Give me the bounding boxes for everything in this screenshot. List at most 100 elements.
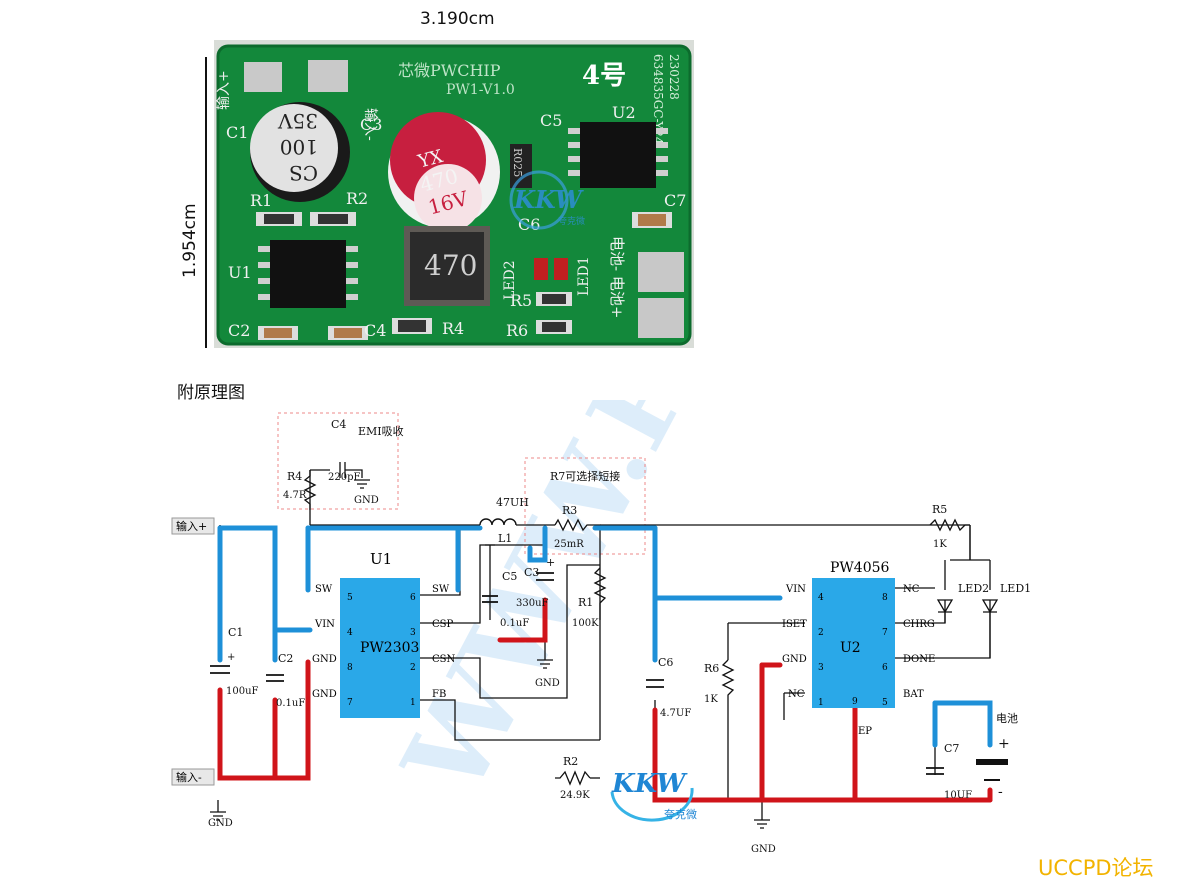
svg-text:NC: NC [903,584,920,595]
vin-wires [217,525,993,748]
svg-text:R2: R2 [346,189,368,208]
svg-text:SW: SW [315,584,333,595]
pcb-input-pos: 输入+ [216,70,232,110]
svg-text:+: + [998,736,1010,752]
svg-text:R6: R6 [704,662,719,675]
svg-text:U2: U2 [612,103,636,122]
svg-text:C3: C3 [360,115,382,134]
svg-text:输入+: 输入+ [176,519,207,533]
u1-chip [340,578,420,718]
svg-text:C4: C4 [364,321,386,340]
kkw-logo: KKW 夸克微 [610,769,697,822]
svg-text:EP: EP [858,726,872,737]
pcb-watermark: KKW [513,185,584,214]
svg-text:SW: SW [432,584,450,595]
svg-text:3: 3 [410,628,416,638]
pcb-brand: 芯微PWCHIP [398,61,501,80]
forum-watermark: UCCPD论坛 [1038,856,1154,880]
svg-text:C1: C1 [226,123,248,142]
svg-text:LED2: LED2 [502,260,518,300]
svg-text:-: - [998,784,1003,800]
svg-text:47UH: 47UH [496,496,529,509]
svg-text:R4: R4 [287,470,302,483]
gnd-wires [217,597,993,803]
svg-text:C5: C5 [540,111,562,130]
svg-text:2: 2 [410,663,416,673]
svg-text:7: 7 [882,628,888,638]
svg-text:U1: U1 [228,263,252,282]
svg-text:R2: R2 [563,755,578,768]
svg-text:6: 6 [410,593,416,603]
svg-text:C2: C2 [278,652,293,665]
svg-text:夸克微: 夸克微 [664,807,697,821]
inductor-l1 [479,518,517,526]
svg-text:GND: GND [782,654,807,665]
u2-chip [812,578,895,708]
svg-text:GND: GND [312,689,337,700]
svg-text:4: 4 [818,593,824,603]
svg-text:1K: 1K [933,539,947,550]
capacitors [210,572,944,775]
svg-text:VIN: VIN [785,584,806,595]
svg-text:GND: GND [312,654,337,665]
svg-text:NC: NC [788,689,805,700]
svg-text:C5: C5 [502,570,517,583]
pcb-cap-c1-text: CS 100 35V [278,109,318,185]
svg-text:R5: R5 [510,291,532,310]
input-connectors: 输入+ 输入- [171,517,215,786]
svg-text:KKW: KKW [611,769,688,799]
svg-text:4: 4 [347,628,353,638]
svg-text:8: 8 [882,593,888,603]
svg-text:+: + [227,652,235,663]
svg-text:LED2: LED2 [958,582,989,595]
svg-text:GND: GND [208,818,233,829]
svg-text:C6: C6 [658,656,673,669]
signal-wires [210,462,991,829]
u1-name: PW2303 [360,640,419,656]
svg-text:GND: GND [354,495,379,506]
svg-text:R7可选择短接: R7可选择短接 [550,469,620,483]
pcb-serial-2: 230228 [667,54,681,100]
svg-text:2: 2 [818,628,824,638]
pcb-resistor-text: R025 [511,148,524,177]
svg-text:LED1: LED1 [1000,582,1031,595]
pcb-number: 4号 [582,61,626,91]
width-dimension-label: 3.190cm [420,9,495,29]
svg-text:R6: R6 [506,321,528,340]
u2-ref: U2 [840,640,861,656]
svg-text:0.1uF: 0.1uF [276,698,305,709]
svg-text:6: 6 [882,663,888,673]
svg-text:3: 3 [818,663,824,673]
svg-text:LED1: LED1 [576,256,592,296]
emi-dashed-box [277,412,399,510]
r7-dashed-box [524,457,646,555]
svg-text:CS: CS [289,161,318,185]
battery-symbol [976,759,1008,781]
svg-text:1: 1 [818,698,824,708]
u2-name: PW4056 [830,560,890,576]
svg-text:+: + [546,556,555,569]
svg-text:ISET: ISET [782,619,807,630]
svg-text:GND: GND [751,844,776,855]
pcb-watermark-sub: 夸克微 [558,215,585,227]
svg-text:CSP: CSP [432,619,454,630]
svg-text:C1: C1 [228,626,243,639]
pcb-input-neg: 输入- [362,108,378,141]
svg-text:输入-: 输入- [176,770,202,784]
svg-text:R4: R4 [442,319,464,338]
svg-text:100K: 100K [572,618,599,629]
svg-text:10UF: 10UF [944,790,972,801]
svg-text:100: 100 [280,135,318,159]
svg-text:C3: C3 [524,566,539,579]
pcb-version: PW1-V1.0 [446,82,515,98]
svg-text:4.7R: 4.7R [283,490,307,501]
resistors [303,470,971,786]
schematic-watermark: WWW.PW [378,400,774,815]
pcb-silkscreen-labels: C1 C3 C5 U2 R1 R2 U1 C6 C7 LED2 LED1 R5 … [226,103,686,340]
svg-text:C6: C6 [518,215,540,234]
pcb-cap-c3-text: YX 470 16V [415,146,471,220]
pcb-battery-label: 电池- 电池+ [608,236,626,318]
pcb-board-photo: 输入+ 输入- 芯微PWCHIP PW1-V1.0 4号 634835GC-Y2… [214,40,694,348]
